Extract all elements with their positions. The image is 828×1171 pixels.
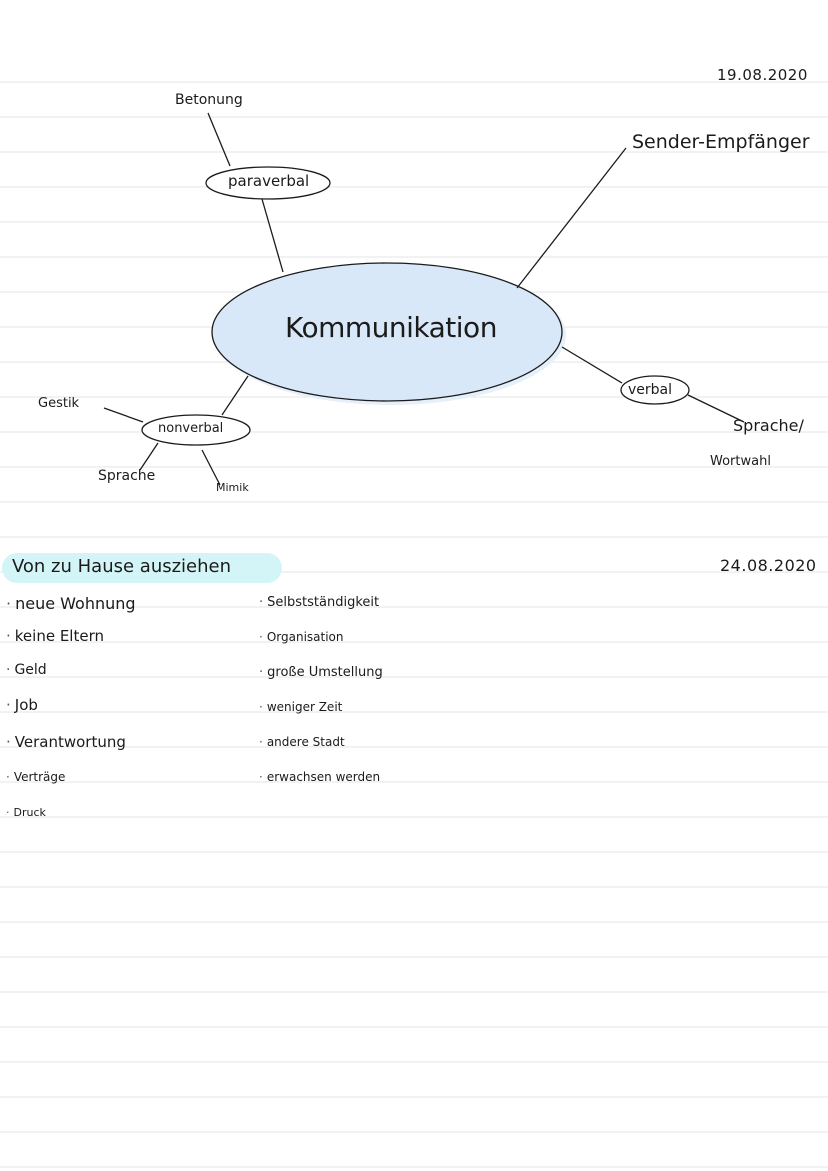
leaf-betonung: Betonung	[175, 92, 243, 108]
title-highlight	[2, 553, 282, 583]
paraverbal-node-label: paraverbal	[228, 172, 310, 190]
list-item-right: weniger Zeit	[259, 701, 343, 713]
leaf-mimik: Mimik	[216, 481, 249, 494]
list-item-left: neue Wohnung	[6, 596, 135, 612]
nonverbal-node-label: nonverbal	[158, 421, 224, 436]
center-node-shape	[211, 262, 563, 402]
connector-nonverbal-sprache	[139, 442, 159, 471]
section-title: Von zu Hause ausziehen	[12, 556, 232, 577]
connector-center-nonverbal	[221, 375, 249, 416]
leaf-gestik: Gestik	[38, 396, 80, 411]
list-item-left: Verantwortung	[6, 735, 126, 750]
list-item-left: Verträge	[6, 771, 66, 783]
leaf-sprache-verbal: Sprache/	[733, 416, 804, 435]
list-item-left: Job	[6, 698, 38, 713]
leaf-wortwahl: Wortwahl	[710, 454, 771, 469]
connector-center-paraverbal	[261, 198, 284, 273]
verbal-node-label: verbal	[628, 382, 673, 398]
connector-verbal-sprache	[687, 394, 745, 423]
connector-paraverbal-betonung	[207, 112, 231, 167]
verbal-node-shape	[620, 375, 690, 405]
list-item-right: Selbstständigkeit	[259, 596, 379, 609]
connector-nonverbal-gestik	[103, 407, 144, 423]
connector-center-verbal	[561, 346, 623, 384]
list-item-right: Organisation	[259, 631, 344, 643]
sender-empfaenger-label: Sender-Empfänger	[632, 131, 810, 153]
date-top: 19.08.2020	[717, 66, 808, 84]
list-item-right: große Umstellung	[259, 666, 383, 679]
date-section2: 24.08.2020	[720, 556, 817, 575]
nonverbal-node-shape	[141, 414, 251, 446]
mind-map-diagram	[103, 112, 745, 486]
connector-nonverbal-mimik	[201, 449, 221, 486]
list-item-left: keine Eltern	[6, 629, 104, 644]
leaf-sprache-nonverbal: Sprache	[98, 468, 156, 484]
list-item-left: Geld	[6, 663, 46, 677]
list-item-right: andere Stadt	[259, 736, 345, 748]
center-node-label: Kommunikation	[285, 311, 497, 344]
paraverbal-node-shape	[205, 166, 331, 200]
list-item-left: Druck	[6, 807, 46, 818]
list-item-right: erwachsen werden	[259, 771, 380, 783]
connector-center-sender	[516, 147, 627, 289]
